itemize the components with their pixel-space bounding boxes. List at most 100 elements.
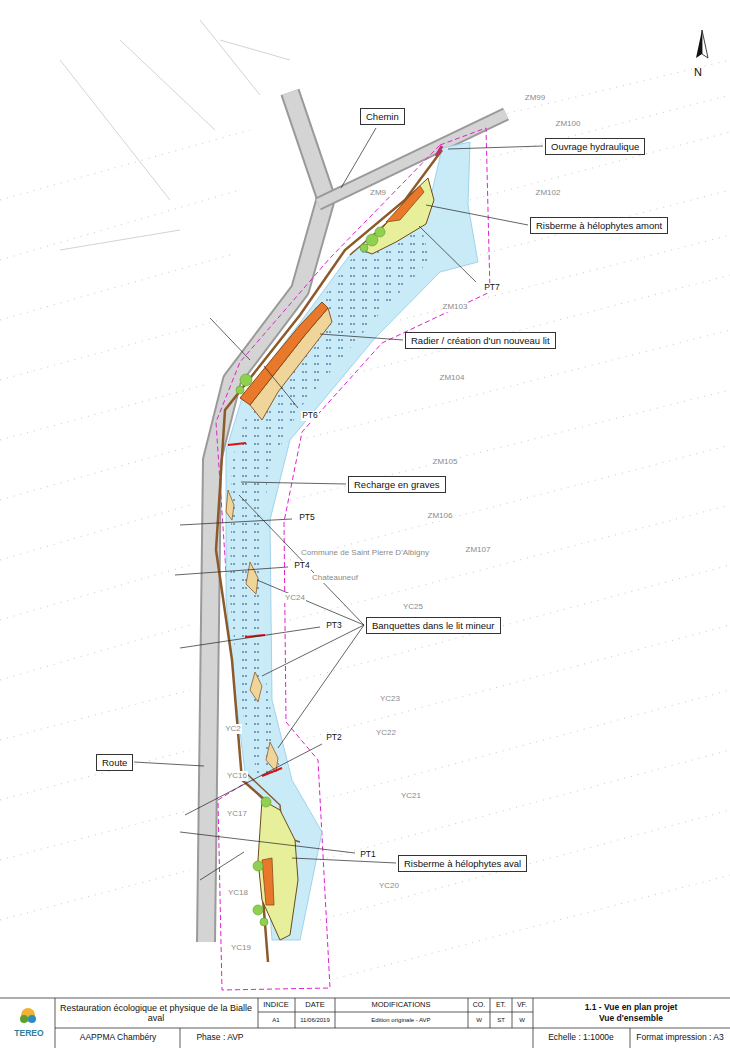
- callout-box: Banquettes dans le lit mineur: [366, 617, 501, 634]
- callout-text: Risberme à hélophytes amont: [536, 220, 662, 231]
- banquette: [250, 672, 262, 702]
- parcel-label: YC19: [230, 943, 252, 952]
- tree: [260, 918, 268, 926]
- title-block-cell: Echelle : 1:1000e: [548, 1033, 614, 1043]
- title-block-cell: DATE: [305, 1001, 324, 1010]
- river: [226, 142, 478, 940]
- parcel-label: Chateauneuf: [311, 573, 359, 582]
- parcel-label: YC16: [226, 771, 248, 780]
- tree-symbols: [236, 227, 385, 926]
- callout-box: Route: [96, 754, 133, 771]
- parcel-label: ZM9: [369, 188, 387, 197]
- parcel-label: ZM99: [524, 93, 546, 102]
- title-block-cell: Restauration écologique et physique de l…: [58, 1003, 254, 1024]
- parcel-label: YC24: [284, 593, 306, 602]
- callout-text: Chemin: [366, 111, 399, 122]
- north-arrow: [696, 30, 702, 58]
- callout-box: Radier / création d'un nouveau lit: [405, 332, 556, 349]
- title-block-cell: INDICE: [263, 1001, 288, 1010]
- tree: [253, 905, 263, 915]
- risberme-amont: [362, 178, 434, 254]
- profile-number: PT4: [293, 561, 311, 571]
- callout-box: Risberme à hélophytes aval: [398, 855, 527, 872]
- callout-text: Ouvrage hydraulique: [551, 141, 639, 152]
- parcel-label: YC22: [375, 728, 397, 737]
- risberme-amont: [386, 186, 424, 222]
- title-block-cell: MODIFICATIONS: [371, 1001, 430, 1010]
- tree: [366, 234, 378, 246]
- leader-line: [134, 128, 543, 880]
- logo-icon: [20, 1008, 36, 1023]
- parcel-label: YC2: [224, 724, 242, 733]
- profile-number: PT7: [483, 283, 501, 293]
- title-block-cell: Vue d'ensemble: [599, 1014, 663, 1024]
- hydraulic-structure: [436, 146, 442, 156]
- profile-number: PT5: [298, 513, 316, 523]
- callout-text: Risberme à hélophytes aval: [404, 858, 521, 869]
- callout-text: Recharge en graves: [354, 479, 440, 490]
- profile-number: PT1: [359, 850, 377, 860]
- title-block-cell: 11/06/2019: [300, 1017, 330, 1024]
- title-block-cell: Format impression : A3: [636, 1033, 723, 1043]
- callout-box: Risberme à hélophytes amont: [530, 217, 668, 234]
- title-block-cell: A1: [272, 1017, 279, 1024]
- banquette: [246, 562, 258, 594]
- parcel-label: ZM104: [439, 373, 466, 382]
- parcel-lines: [60, 20, 290, 250]
- parcel-label: YC20: [378, 881, 400, 890]
- parcel-label: Commune de Saint Pierre D'Albigny: [300, 548, 430, 557]
- parcel-label: YC25: [402, 602, 424, 611]
- title-block-cell: Phase : AVP: [196, 1033, 243, 1043]
- north-label: N: [694, 66, 702, 79]
- bank-path: [245, 185, 430, 870]
- north-arrow: [702, 30, 708, 58]
- radier: [240, 302, 328, 405]
- tree: [375, 227, 385, 237]
- risberme-aval: [262, 858, 274, 905]
- logo-text: TEREO: [14, 1029, 43, 1039]
- parcel-label: YC23: [379, 694, 401, 703]
- tree: [253, 861, 263, 871]
- risberme-aval: [258, 800, 298, 940]
- title-block-grid: [0, 998, 730, 1048]
- parcel-lines: [0, 60, 730, 980]
- parcel-label: ZM103: [442, 302, 469, 311]
- profile-number: PT2: [325, 733, 343, 743]
- parcel-label: ZM106: [427, 511, 454, 520]
- banquette: [226, 490, 234, 520]
- title-block-cell: CO.: [473, 1001, 485, 1009]
- parcel-label: YC17: [226, 809, 248, 818]
- profile-number: PT3: [325, 621, 343, 631]
- title-block-cell: 1.1 - Vue en plan projet: [585, 1003, 678, 1013]
- title-block-cell: W: [476, 1017, 482, 1024]
- title-block-cell: VF.: [517, 1001, 527, 1009]
- callout-box: Chemin: [360, 108, 405, 125]
- channel-hatching: [230, 222, 430, 778]
- logo-dot: [28, 1015, 36, 1023]
- title-block-cell: W: [519, 1017, 525, 1024]
- tree: [236, 386, 244, 394]
- logo-dot: [21, 1008, 35, 1022]
- parcel-label: ZM105: [432, 457, 459, 466]
- tree: [360, 244, 368, 252]
- title-block-cell: ST: [497, 1017, 505, 1024]
- parcel-label: ZM107: [465, 545, 492, 554]
- title-block: [0, 998, 730, 1048]
- callout-text: Route: [102, 757, 127, 768]
- callout-box: Ouvrage hydraulique: [545, 138, 645, 155]
- parcel-label: YC21: [400, 791, 422, 800]
- profile-number: PT6: [301, 411, 319, 421]
- tree: [261, 797, 271, 807]
- parcel-label: YC18: [227, 888, 249, 897]
- logo-dot: [20, 1015, 28, 1023]
- parcel-label: ZM102: [535, 188, 562, 197]
- parcel-label: ZM100: [555, 119, 582, 128]
- radier: [250, 308, 332, 420]
- callout-box: Recharge en graves: [348, 476, 446, 493]
- title-block-cell: ET.: [496, 1001, 506, 1009]
- callout-text: Radier / création d'un nouveau lit: [411, 335, 550, 346]
- callout-text: Banquettes dans le lit mineur: [372, 620, 495, 631]
